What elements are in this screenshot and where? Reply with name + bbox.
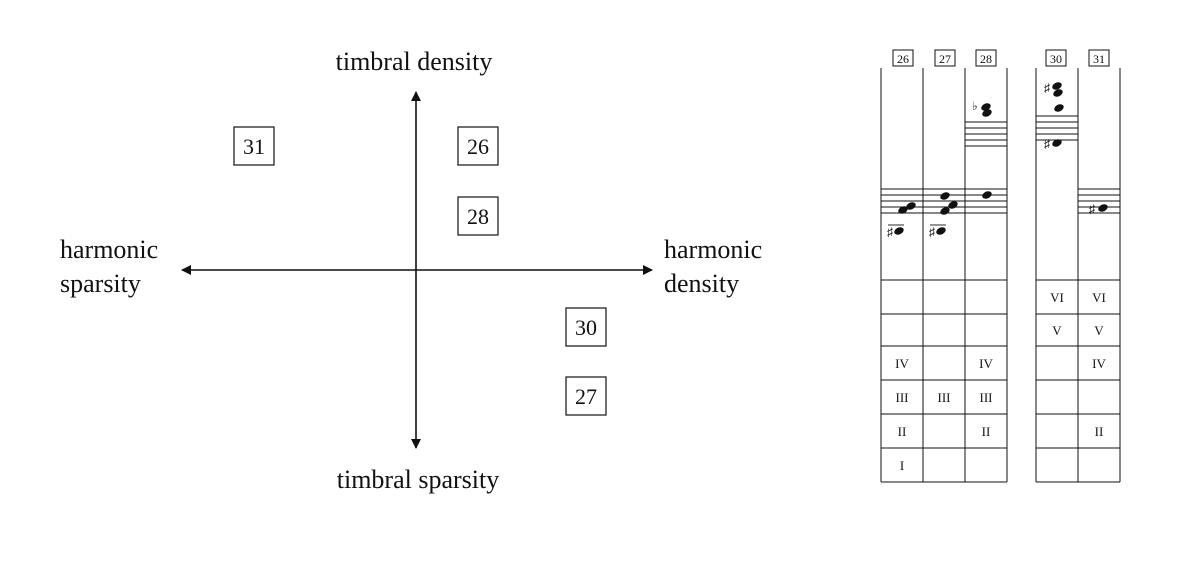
cell: VI [1092,290,1106,305]
axis-label-right-line2: density [664,269,739,298]
roman-row-6: I [900,458,904,473]
axis-label-top: timbral density [336,47,493,76]
sharp-sign: ♯ [887,225,893,239]
sharp-sign: ♯ [1044,137,1050,151]
roman-row-1: VI VI [1050,290,1106,305]
cell: II [982,424,991,439]
sharp-sign: ♯ [929,225,935,239]
box-30: 30 [565,307,607,347]
column-header-27-label: 27 [939,52,951,66]
cell: III [896,390,909,405]
column-lines-group-a [880,68,1008,482]
cell: II [1095,424,1104,439]
roman-row-4: III III III [896,390,993,405]
axis-label-left-line2: sparsity [60,269,141,298]
box-30-label: 30 [575,315,597,340]
box-26: 26 [457,126,499,166]
grid-rows [881,279,1120,483]
column-header-26-label: 26 [897,52,909,66]
column-header-30: 30 [1045,49,1067,67]
cell: III [980,390,993,405]
cell: V [1052,323,1062,338]
quadrant-diagram: timbral density timbral sparsity harmoni… [60,47,762,494]
flat-sign: ♭ [972,99,978,113]
column-header-28-label: 28 [980,52,992,66]
column-lines-group-b [1035,68,1121,482]
axis-label-right-line1: harmonic [664,235,762,264]
roman-row-2: V V [1052,323,1104,338]
column-header-27: 27 [934,49,956,67]
cell: IV [895,356,909,371]
box-28: 28 [457,196,499,236]
column-header-30-label: 30 [1050,52,1062,66]
box-27-label: 27 [575,384,597,409]
axis-label-left-line1: harmonic [60,235,158,264]
column-header-31: 31 [1088,49,1110,67]
sharp-sign: ♯ [1089,202,1095,216]
cell: IV [1092,356,1106,371]
box-27: 27 [565,376,607,416]
axis-label-bottom: timbral sparsity [337,465,499,494]
box-31-label: 31 [243,134,265,159]
box-26-label: 26 [467,134,489,159]
score-excerpt: 26 27 28 30 31 [880,49,1121,483]
staff-lines [881,115,1120,226]
column-header-26: 26 [892,49,914,67]
sharp-sign: ♯ [1044,81,1050,95]
cell: I [900,458,904,473]
noteheads [894,82,1108,235]
cell: IV [979,356,993,371]
box-28-label: 28 [467,204,489,229]
box-31: 31 [233,126,275,166]
roman-row-5: II II II [898,424,1104,439]
cell: II [898,424,907,439]
cell: VI [1050,290,1064,305]
column-header-28: 28 [975,49,997,67]
cell: V [1094,323,1104,338]
column-header-31-label: 31 [1093,52,1105,66]
roman-row-3: IV IV IV [895,356,1106,371]
accidentals: ♯ ♯ ♭ ♯ ♯ ♯ [887,81,1095,239]
cell: III [938,390,951,405]
